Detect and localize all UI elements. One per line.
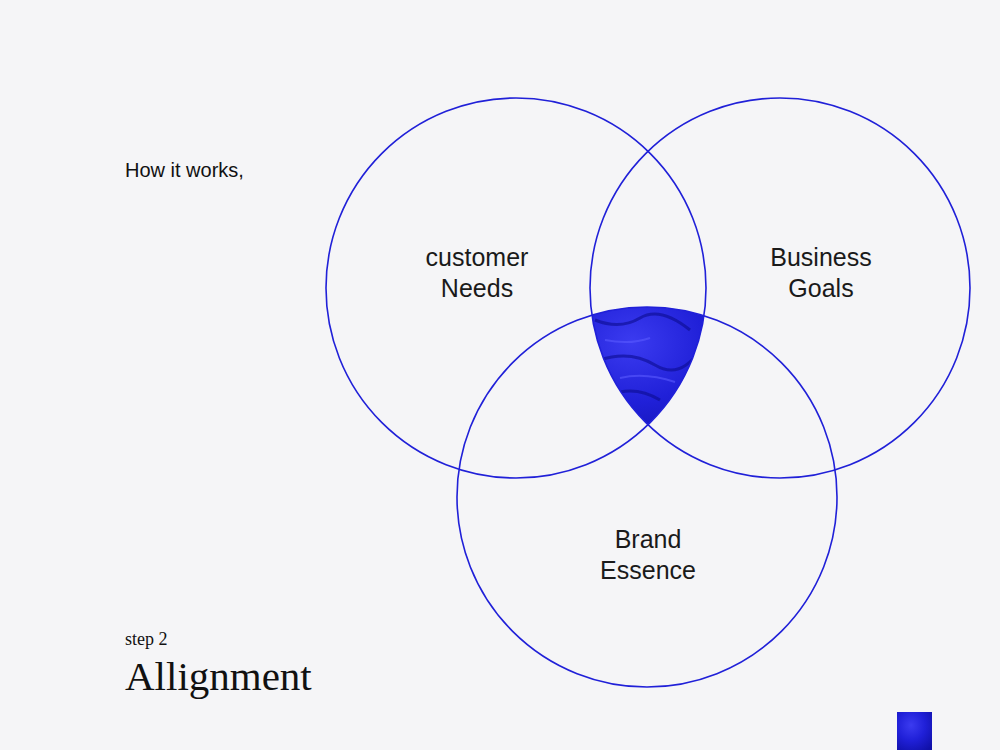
diagram-title: How it works, (125, 159, 244, 182)
circle-label: Business Goals (751, 242, 891, 304)
circle-label: Brand Essence (578, 524, 718, 586)
corner-square (897, 712, 932, 750)
circle-label: customer Needs (407, 242, 547, 304)
circle-outline (457, 307, 837, 687)
venn-circle: Business Goals (590, 98, 970, 478)
circle-outline (590, 98, 970, 478)
circle-outline (326, 98, 706, 478)
step-number: step 2 (125, 629, 168, 650)
venn-circle: Brand Essence (457, 307, 837, 687)
step-name: Allignment (125, 652, 312, 700)
venn-circle: customer Needs (326, 98, 706, 478)
